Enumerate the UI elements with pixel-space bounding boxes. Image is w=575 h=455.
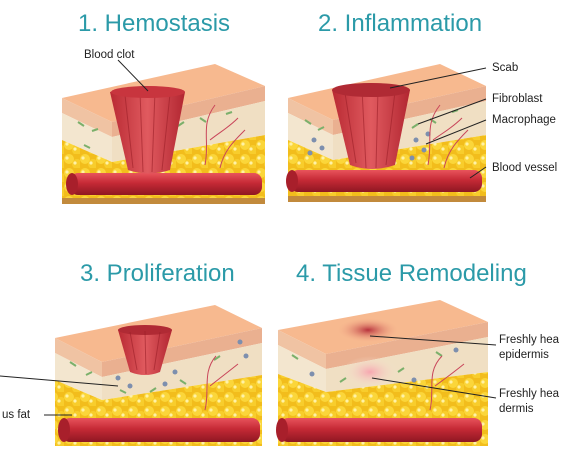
label-fresh-epidermis-line1: Freshly hea xyxy=(499,333,559,347)
label-fibroblast: Fibroblast xyxy=(492,92,543,106)
tissue-base xyxy=(62,198,265,204)
label-scab: Scab xyxy=(492,61,518,75)
label-blood-clot: Blood clot xyxy=(84,48,135,62)
label-macrophage: Macrophage xyxy=(492,113,556,127)
vessel-end xyxy=(66,173,78,195)
panel-tissue-remodeling xyxy=(276,300,496,446)
blood-vessel xyxy=(70,173,262,195)
panel-inflammation xyxy=(286,64,486,202)
panel-hemostasis xyxy=(62,60,265,204)
label-fresh-dermis-line2: dermis xyxy=(499,402,534,416)
label-subcutaneous-fat: us fat xyxy=(2,408,30,422)
label-fresh-dermis-line1: Freshly hea xyxy=(499,387,559,401)
remodeled-scar xyxy=(338,318,398,342)
blood-vessel xyxy=(280,418,482,442)
blood-vessel xyxy=(290,170,482,192)
blood-vessel xyxy=(62,418,260,442)
fresh-dermis-glow xyxy=(342,356,398,388)
tissue-base xyxy=(288,196,486,202)
label-fresh-epidermis-line2: epidermis xyxy=(499,348,549,362)
vessel-end xyxy=(286,170,298,192)
panel-proliferation xyxy=(0,305,262,446)
vessel-end xyxy=(58,418,70,442)
vessel-end xyxy=(276,418,288,442)
label-blood-vessel: Blood vessel xyxy=(492,161,557,175)
